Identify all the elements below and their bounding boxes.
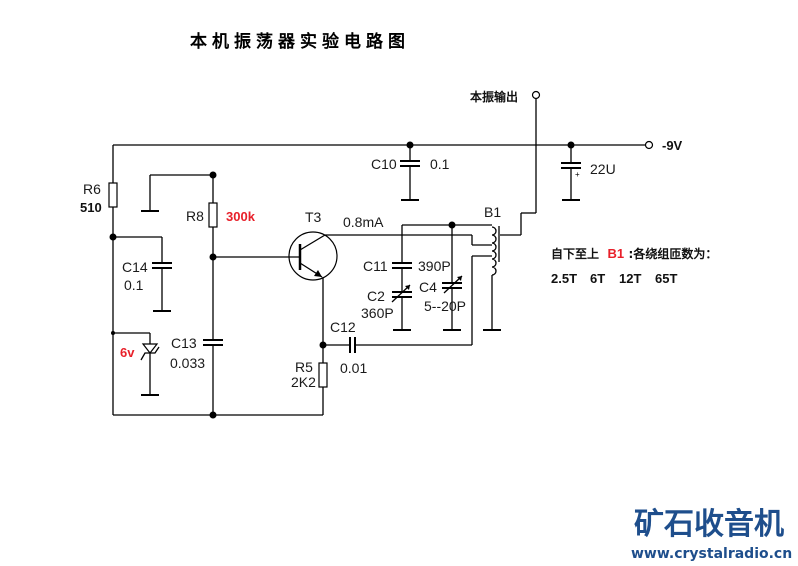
r8-name: R8 — [186, 208, 204, 224]
capacitor-c11-c2 — [391, 221, 492, 331]
turn-1: 2.5T — [551, 271, 577, 286]
c10-name: C10 — [371, 156, 397, 172]
c2-name: C2 — [367, 288, 385, 304]
c4-name: C4 — [419, 279, 437, 295]
capacitor-c13 — [203, 339, 223, 419]
c4-value: 5--20P — [424, 298, 466, 314]
r8-value: 300k — [226, 209, 256, 224]
c12-value: 0.01 — [340, 360, 367, 376]
t3-name: T3 — [305, 209, 322, 225]
r6-name: R6 — [83, 181, 101, 197]
c14-name: C14 — [122, 259, 148, 275]
zener-diode — [111, 331, 160, 396]
transistor-t3 — [213, 231, 472, 345]
svg-text:+: + — [575, 170, 580, 179]
r5-value: 2K2 — [291, 374, 316, 390]
note-suffix: :各绕组匝数为： — [629, 246, 718, 261]
logo-url: www.crystalradio.cn — [631, 546, 792, 562]
osc-output — [500, 90, 541, 236]
zener-value: 6v — [120, 345, 135, 360]
note-ref: B1 — [607, 246, 624, 261]
transformer-b1 — [471, 226, 501, 331]
resistor-r6 — [108, 145, 118, 415]
b1-name: B1 — [484, 204, 501, 220]
capacitor-c14 — [113, 236, 172, 312]
logo-brand: 矿石收音机 — [634, 507, 784, 542]
winding-note: 自下至上 B1 :各绕组匝数为： 2.5T 6T 12T 65T — [551, 245, 717, 286]
c11-name: C11 — [363, 258, 388, 274]
c10-value: 0.1 — [430, 156, 450, 172]
r6-value: 510 — [80, 200, 102, 215]
capacitor-c12 — [323, 255, 492, 353]
osc-output-label: 本振输出 — [470, 89, 518, 104]
site-logo: 矿石收音机 www.crystalradio.cn — [631, 507, 792, 562]
c22u-value: 22U — [590, 161, 616, 177]
capacitor-c4 — [442, 225, 463, 331]
c13-value: 0.033 — [170, 355, 205, 371]
capacitor-c10 — [400, 145, 420, 201]
supply-terminal — [644, 140, 654, 150]
c14-value: 0.1 — [124, 277, 144, 293]
c12-name: C12 — [330, 319, 356, 335]
resistor-r5 — [318, 341, 328, 415]
diagram-title: 本机振荡器实验电路图 — [190, 31, 410, 52]
svg-text:自下至上 B1 :各绕组匝数为：: 自下至上 B1 :各绕组匝数为： — [551, 245, 717, 262]
note-prefix: 自下至上 — [551, 246, 599, 261]
turn-3: 12T — [619, 271, 641, 286]
turn-2: 6T — [590, 271, 605, 286]
c2-value: 360P — [361, 305, 394, 321]
supply-label: -9V — [662, 138, 683, 153]
turn-4: 65T — [655, 271, 677, 286]
resistor-r8 — [141, 171, 218, 340]
t3-current: 0.8mA — [343, 214, 384, 230]
supply-rail — [113, 140, 654, 150]
c13-name: C13 — [171, 335, 197, 351]
c11-value: 390P — [418, 258, 451, 274]
capacitor-22u: + — [561, 145, 581, 201]
r5-name: R5 — [295, 359, 313, 375]
